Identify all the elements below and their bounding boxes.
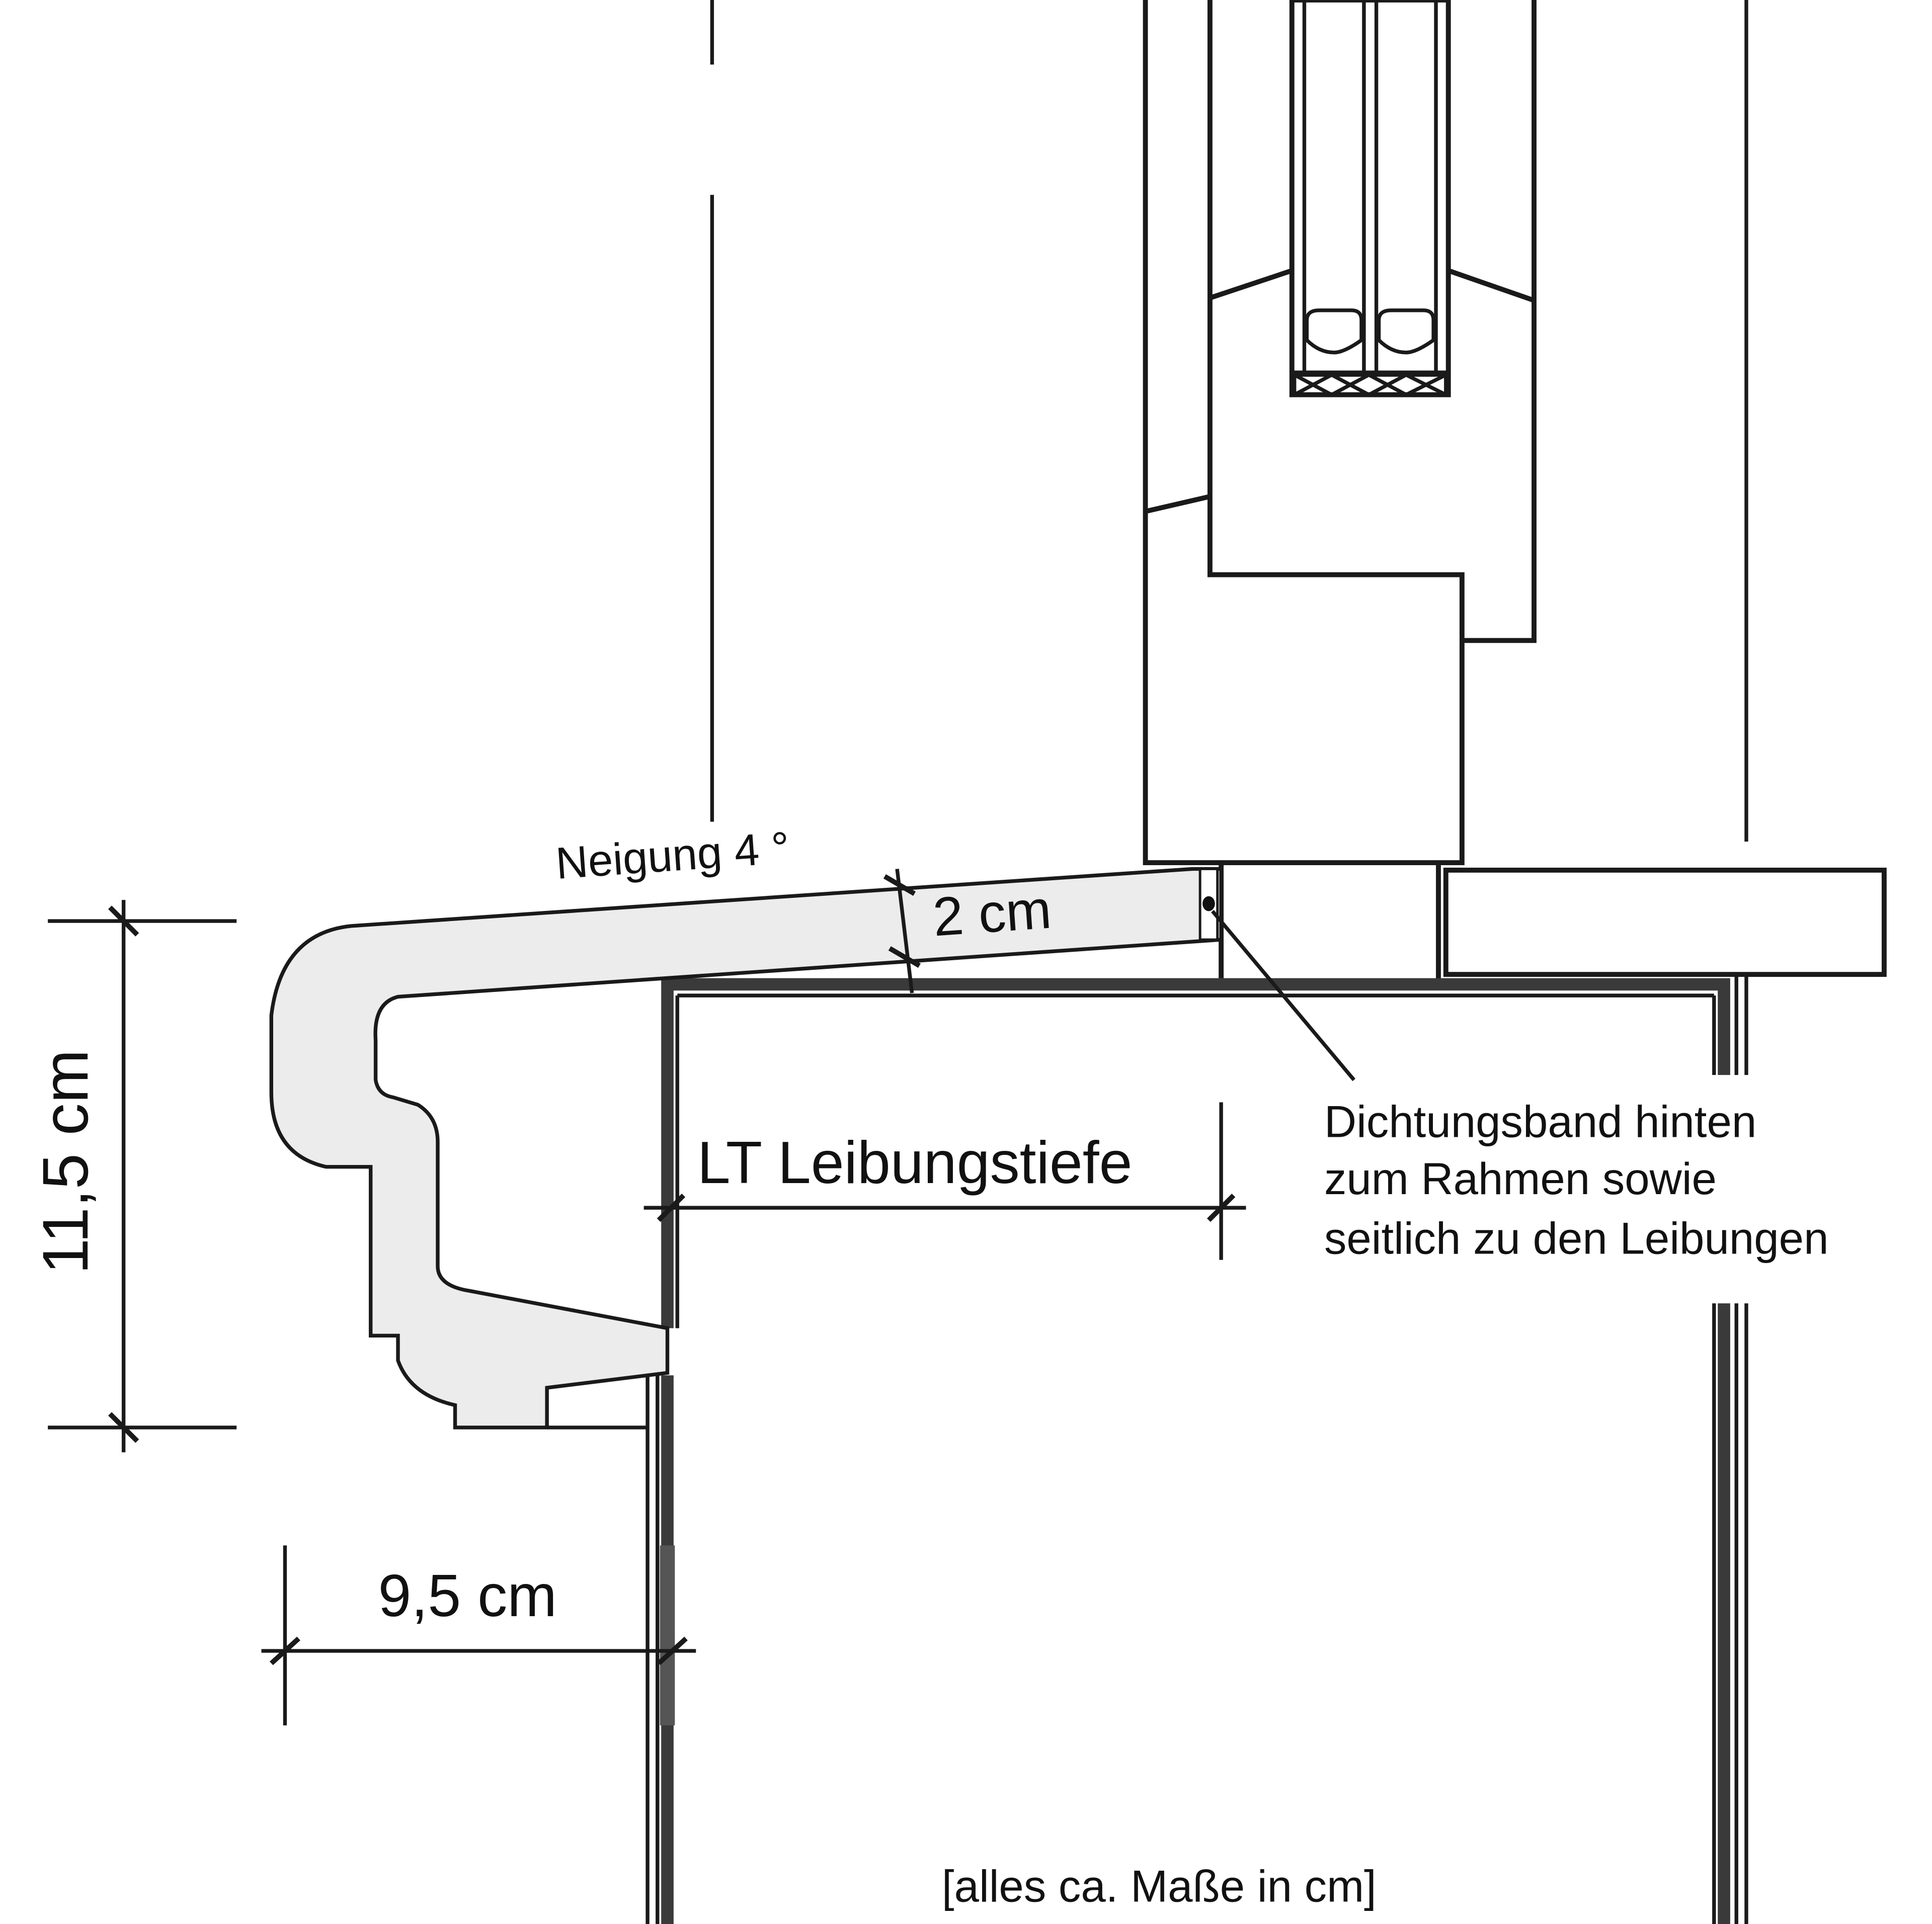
thickness-dimension [883,868,921,993]
facade-reference-lines [710,0,1748,842]
seal-text-line2: zum Rahmen sowie [1324,1154,1717,1204]
sealing-tape [1198,867,1219,941]
window-frame [1143,0,1537,866]
height-label: 11,5 cm [30,1049,102,1274]
seal-text-line1: Dichtungsband hinten [1324,1097,1756,1146]
insulating-glass [1289,0,1451,397]
seal-annotation: Dichtungsband hinten zum Rahmen sowie se… [1324,1097,1829,1263]
projection-label: 9,5 cm [378,1563,557,1629]
reveal-depth-dimension [643,1102,1246,1260]
interior-sill-board [1443,867,1887,977]
seal-text-line3: seitlich zu den Leibungen [1324,1213,1829,1263]
thickness-label: 2 cm [931,879,1053,948]
height-dimension [48,900,237,1453]
seal-leader-line [1211,909,1356,1081]
reveal-depth-label: LT Leibungstiefe [697,1130,1133,1196]
dimensions-note: [alles ca. Maße in cm] [942,1862,1377,1911]
projection-dimension [261,1545,696,1726]
